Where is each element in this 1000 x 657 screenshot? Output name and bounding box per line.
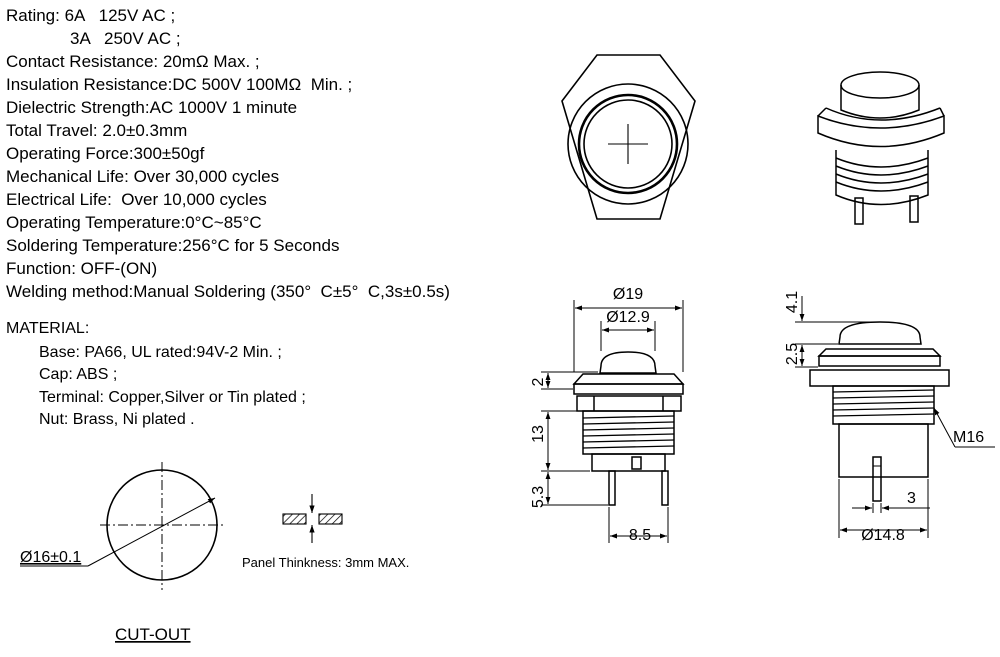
side-view-dimensions (795, 296, 995, 538)
material-base: Base: PA66, UL rated:94V-2 Min. ; (39, 343, 282, 361)
dim-terminal-width: 3 (907, 490, 916, 507)
side-cap (838, 321, 922, 345)
nut-outer-circle (567, 83, 689, 205)
dim-thread-height: 13 (530, 425, 547, 443)
dim-overall-diameter: Ø19 (613, 286, 643, 303)
dim-terminal-height: 5.3 (530, 486, 547, 508)
cap-circle-outer (577, 93, 679, 195)
front-view-dimensions (541, 300, 684, 543)
side-nut (809, 369, 950, 387)
side-view (809, 321, 950, 502)
dim-cap-diameter: Ø12.9 (606, 309, 650, 326)
dim-cap-height: 4.1 (784, 291, 801, 313)
front-terminal-left (608, 470, 616, 506)
hex-nut-outline (561, 54, 696, 220)
cutout-view (20, 462, 224, 590)
material-terminal: Terminal: Copper,Silver or Tin plated ; (39, 388, 306, 406)
spec-insulation-resistance: Insulation Resistance:DC 500V 100MΩ Min.… (6, 75, 353, 94)
dim-flange-height: 2 (530, 377, 547, 386)
spec-total-travel: Total Travel: 2.0±0.3mm (6, 121, 188, 140)
front-flange (572, 373, 685, 385)
material-heading: MATERIAL: (6, 320, 90, 337)
material-cap: Cap: ABS ; (39, 366, 118, 383)
panel-section (282, 494, 343, 543)
side-terminal (872, 456, 882, 502)
front-cap (599, 351, 657, 374)
front-view (572, 351, 685, 506)
spec-contact-resistance: Contact Resistance: 20mΩ Max. ; (6, 52, 260, 71)
cap-circle-inner (583, 99, 673, 189)
dim-terminal-spacing: 8.5 (629, 527, 651, 544)
spec-electrical-life: Electrical Life: Over 10,000 cycles (6, 190, 267, 209)
side-flange (817, 348, 942, 357)
material-list: MATERIAL: Base: PA66, UL rated:94V-2 Min… (6, 318, 306, 432)
cutout-title: CUT-OUT (115, 625, 191, 644)
spec-dielectric-strength: Dielectric Strength:AC 1000V 1 minute (6, 98, 298, 117)
top-view (561, 54, 696, 220)
dim-body-diameter: Ø14.8 (861, 527, 905, 544)
cutout-diameter: Ø16±0.1 (20, 549, 81, 566)
material-nut: Nut: Brass, Ni plated . (39, 411, 195, 428)
isometric-view (817, 71, 945, 225)
spec-function: Function: OFF-(ON) (6, 259, 158, 278)
spec-rating-2: 3A 250V AC ; (70, 29, 181, 48)
spec-operating-temperature: Operating Temperature:0°C~85°C (6, 213, 262, 232)
spec-welding-method: Welding method:Manual Soldering (350° C±… (6, 282, 450, 301)
spec-soldering-temperature: Soldering Temperature:256°C for 5 Second… (6, 236, 340, 255)
spec-mechanical-life: Mechanical Life: Over 30,000 cycles (6, 167, 280, 186)
specifications-list: Rating: 6A 125V AC ; 3A 250V AC ; Contac… (6, 4, 450, 303)
front-terminal-right (661, 470, 669, 506)
dim-cap-to-flange: 2.5 (784, 343, 801, 365)
dim-thread-label: M16 (953, 429, 984, 446)
spec-rating-1: Rating: 6A 125V AC ; (6, 6, 176, 25)
panel-note: Panel Thinkness: 3mm MAX. (242, 555, 409, 570)
spec-operating-force: Operating Force:300±50gf (6, 144, 205, 163)
